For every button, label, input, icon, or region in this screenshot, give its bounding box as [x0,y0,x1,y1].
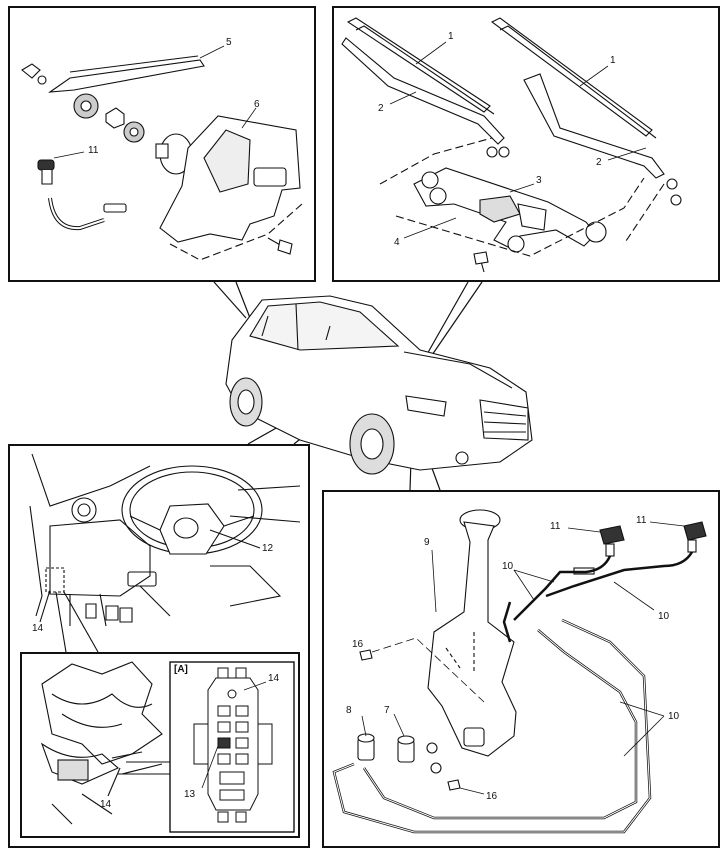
callout-label: 4 [394,237,400,248]
callout-label: 11 [88,145,99,156]
callout-label: 10 [502,561,514,572]
interior-diagram [29,453,301,653]
front-wiper-diagram [341,17,682,273]
callout-label: 2 [378,103,384,114]
callout-label: 1 [448,31,454,42]
callout-label: 10 [668,711,680,722]
interior-panel: 12 14 [8,444,310,848]
callout-label: 12 [262,543,274,554]
rear-wiper-diagram [21,45,303,261]
rear-wiper-panel: 5 6 11 [8,6,316,282]
callout-label: 14 [100,799,112,810]
callout-label: 3 [536,175,542,186]
callout-label: 1 [610,55,616,66]
callout-label: 16 [352,639,364,650]
callout-label: 2 [596,157,602,168]
relay-box-inset: [A] 14 13 14 [20,652,300,838]
callout-label: 14 [268,673,280,684]
callout-label: 11 [550,521,561,532]
washer-diagram [332,509,707,834]
callout-label: 16 [486,791,498,802]
relay-box-diagram [40,661,295,833]
callout-label: 11 [636,515,647,526]
callout-label: 9 [424,537,430,548]
view-a-label: [A] [174,664,188,675]
callout-label: 6 [254,99,260,110]
callout-label: 14 [32,623,44,634]
callout-label: 7 [384,705,390,716]
callout-label: 10 [658,611,670,622]
front-wiper-panel: 1 1 2 2 3 4 [332,6,720,282]
callout-label: 5 [226,37,232,48]
callout-label: 8 [346,705,352,716]
callout-label: 13 [184,789,196,800]
washer-panel: 9 11 11 10 10 10 16 8 7 16 [322,490,720,848]
